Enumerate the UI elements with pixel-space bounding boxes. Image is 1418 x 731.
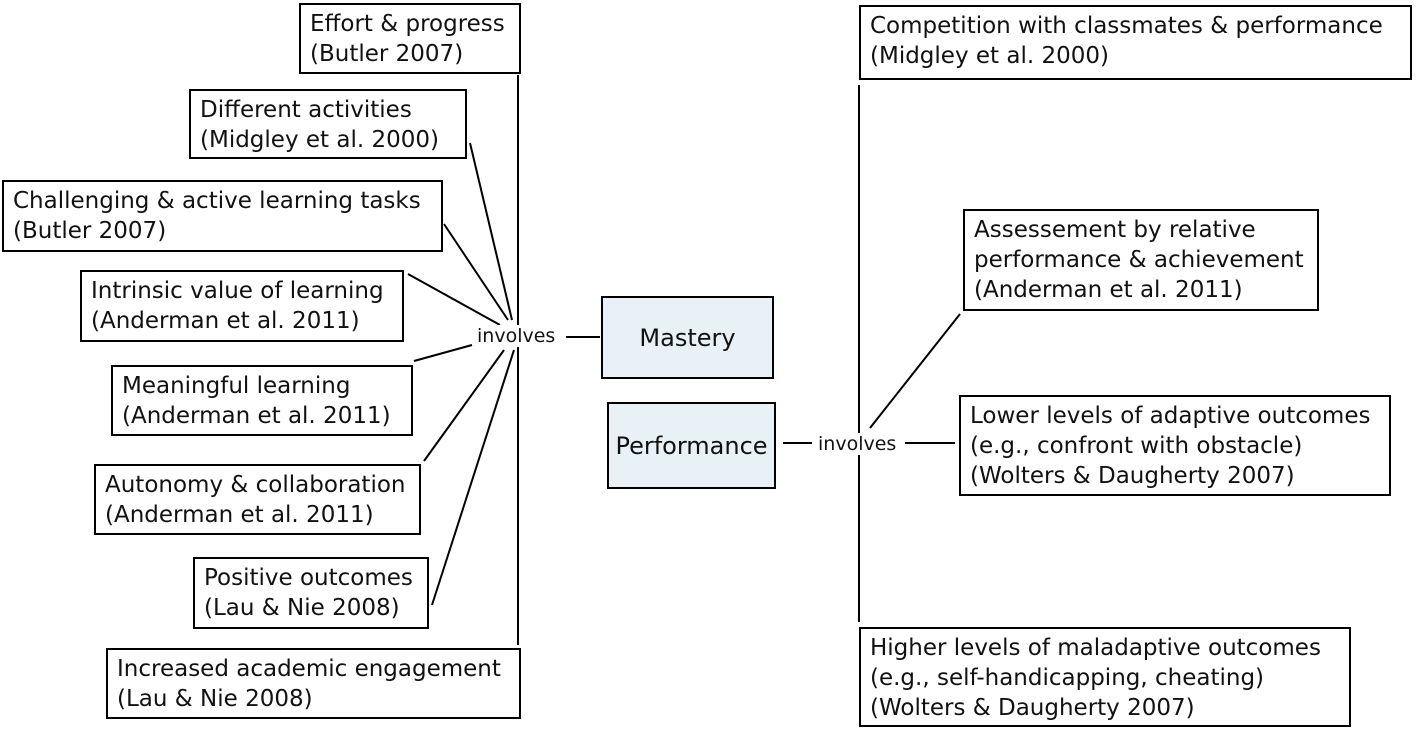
item-text: Increased academic engagement [117,656,501,682]
link-assessment [869,313,961,429]
performance-involves-label: involves [818,433,897,455]
performance-label: Performance [615,431,768,460]
mastery-involves-label: involves [477,325,556,347]
item-ref: (Midgley et al. 2000) [870,43,1109,69]
mastery-item-meaningful-learning: Meaningful learning (Anderman et al. 201… [111,365,413,436]
mastery-item-different-activities: Different activities (Midgley et al. 200… [189,89,467,159]
item-ref: (Lau & Nie 2008) [204,595,400,621]
link-positive-outcomes [431,349,515,606]
item-ref: (Lau & Nie 2008) [117,686,313,712]
performance-item-higher-maladaptive: Higher levels of maladaptive outcomes (e… [859,627,1351,727]
item-ref: (Butler 2007) [13,218,167,244]
performance-item-competition: Competition with classmates & performanc… [859,5,1412,80]
mastery-item-effort: Effort & progress (Butler 2007) [299,3,521,74]
mastery-item-positive-outcomes: Positive outcomes (Lau & Nie 2008) [193,557,429,629]
item-text: Positive outcomes [204,565,413,591]
item-text: Different activities [200,97,412,123]
item-ref: (Wolters & Daugherty 2007) [970,463,1295,489]
link-challenging-tasks [443,223,509,321]
mastery-item-intrinsic-value: Intrinsic value of learning (Anderman et… [80,270,404,342]
item-line: Competition with classmates & performanc… [870,13,1383,39]
item-line: Higher levels of maladaptive outcomes [870,635,1321,661]
link-different-activities [469,142,513,321]
mastery-item-academic-engagement: Increased academic engagement (Lau & Nie… [106,648,521,719]
item-ref: (Butler 2007) [310,41,464,67]
item-ref: (Anderman et al. 2011) [974,277,1243,303]
item-text: Meaningful learning [122,373,351,399]
item-ref: (Wolters & Daugherty 2007) [870,695,1195,721]
link-intrinsic-value [407,273,501,326]
item-ref: (Anderman et al. 2011) [91,308,360,334]
item-line: Lower levels of adaptive outcomes [970,403,1371,429]
item-line: (e.g., confront with obstacle) [970,433,1303,459]
mastery-item-challenging-tasks: Challenging & active learning tasks (But… [2,180,443,252]
link-autonomy [423,349,505,462]
link-meaningful-learning [413,344,473,362]
item-line: (e.g., self-handicapping, cheating) [870,665,1265,691]
item-ref: (Midgley et al. 2000) [200,127,439,153]
item-line: performance & achievement [974,247,1304,273]
mastery-item-autonomy: Autonomy & collaboration (Anderman et al… [94,464,421,535]
performance-item-assessment: Assessement by relative performance & ac… [963,209,1319,311]
item-ref: (Anderman et al. 2011) [122,403,391,429]
item-text: Autonomy & collaboration [105,472,406,498]
mastery-label: Mastery [639,323,736,352]
item-text: Challenging & active learning tasks [13,188,421,214]
item-ref: (Anderman et al. 2011) [105,502,374,528]
mastery-node: Mastery [601,296,774,379]
performance-item-lower-adaptive: Lower levels of adaptive outcomes (e.g.,… [959,395,1391,496]
performance-node: Performance [607,402,776,489]
item-line: Assessement by relative [974,217,1256,243]
item-text: Effort & progress [310,11,505,37]
item-text: Intrinsic value of learning [91,278,384,304]
